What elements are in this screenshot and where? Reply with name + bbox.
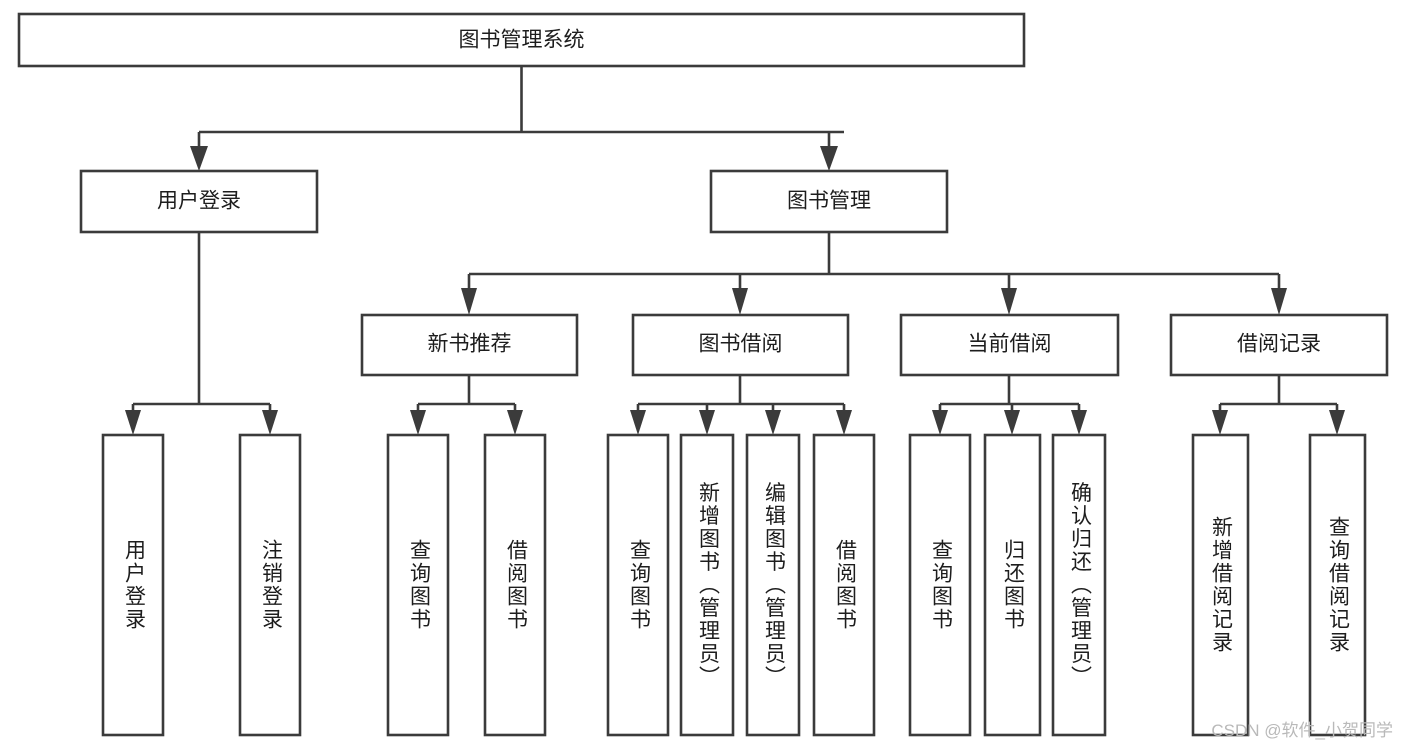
leaf-query-books-borrow[interactable]: 查询图书 (606, 433, 670, 737)
arrowhead-leaf-query-books-recommend (410, 410, 426, 435)
node-root[interactable]: 图书管理系统 (17, 12, 1026, 68)
leaf-confirm-return-admin[interactable]: 确认归还（管理员） (1051, 433, 1107, 737)
node-new-book-recommend-box[interactable] (360, 313, 579, 377)
leaf-logout-login-box[interactable] (238, 433, 302, 737)
leaf-add-book-admin[interactable]: 新增图书（管理员） (679, 433, 735, 737)
leaf-borrow-books-box[interactable] (812, 433, 876, 737)
leaf-logout-login-label: 注销登录 (259, 539, 283, 631)
arrowhead-leaf-borrow-books (836, 410, 852, 435)
leaf-logout-login[interactable]: 注销登录 (238, 433, 302, 737)
node-new-book-recommend[interactable]: 新书推荐 (360, 313, 579, 377)
arrowhead-new-book-recommend (461, 288, 477, 315)
leaf-user-login[interactable]: 用户登录 (101, 433, 165, 737)
arrowhead-user-login (190, 146, 208, 171)
leaf-confirm-return-admin-box[interactable] (1051, 433, 1107, 737)
leaf-borrow-books-recommend-box[interactable] (483, 433, 547, 737)
node-borrow-records-label: 借阅记录 (1237, 333, 1321, 356)
node-current-borrow-label: 当前借阅 (968, 333, 1052, 356)
node-current-borrow-box[interactable] (899, 313, 1120, 377)
arrowhead-leaf-confirm-return-admin (1071, 410, 1087, 435)
leaf-borrow-books[interactable]: 借阅图书 (812, 433, 876, 737)
node-borrow-records-box[interactable] (1169, 313, 1389, 377)
node-book-management[interactable]: 图书管理 (709, 169, 949, 234)
leaf-add-borrow-record[interactable]: 新增借阅记录 (1191, 433, 1250, 737)
leaf-edit-book-admin[interactable]: 编辑图书（管理员） (745, 433, 801, 737)
leaf-return-books-label: 归还图书 (1001, 539, 1025, 631)
leaf-confirm-return-admin-label: 确认归还（管理员） (1068, 482, 1092, 689)
leaf-borrow-books-recommend-label: 借阅图书 (504, 539, 528, 631)
node-root-label: 图书管理系统 (459, 29, 585, 52)
arrowhead-leaf-borrow-books-recommend (507, 410, 523, 435)
arrowhead-leaf-user-login (125, 410, 141, 435)
leaf-borrow-books-recommend[interactable]: 借阅图书 (483, 433, 547, 737)
arrowhead-leaf-query-books-current (932, 410, 948, 435)
node-borrow-records[interactable]: 借阅记录 (1169, 313, 1389, 377)
leaf-query-books-recommend-box[interactable] (386, 433, 450, 737)
arrowhead-current-borrow (1001, 288, 1017, 315)
leaf-query-borrow-record-label: 查询借阅记录 (1326, 516, 1350, 654)
arrowhead-book-management (820, 146, 838, 171)
arrowhead-leaf-logout-login (262, 410, 278, 435)
leaf-query-books-borrow-box[interactable] (606, 433, 670, 737)
leaf-add-borrow-record-label: 新增借阅记录 (1209, 516, 1233, 654)
node-user-login-label: 用户登录 (157, 190, 241, 213)
leaf-query-books-recommend[interactable]: 查询图书 (386, 433, 450, 737)
leaf-edit-book-admin-box[interactable] (745, 433, 801, 737)
leaf-query-borrow-record[interactable]: 查询借阅记录 (1308, 433, 1367, 737)
node-book-borrow[interactable]: 图书借阅 (631, 313, 850, 377)
leaf-return-books[interactable]: 归还图书 (983, 433, 1042, 737)
arrowhead-leaf-add-borrow-record (1212, 410, 1228, 435)
node-book-borrow-box[interactable] (631, 313, 850, 377)
arrowhead-borrow-records (1271, 288, 1287, 315)
arrowhead-leaf-edit-book-admin (765, 410, 781, 435)
leaf-return-books-box[interactable] (983, 433, 1042, 737)
leaf-query-books-borrow-label: 查询图书 (627, 539, 651, 631)
node-book-borrow-label: 图书借阅 (699, 333, 783, 356)
connector-layer (125, 66, 1345, 435)
leaf-add-book-admin-label: 新增图书（管理员） (696, 482, 720, 689)
leaf-query-books-current-label: 查询图书 (929, 539, 953, 631)
node-user-login[interactable]: 用户登录 (79, 169, 319, 234)
leaf-user-login-box[interactable] (101, 433, 165, 737)
node-new-book-recommend-label: 新书推荐 (428, 333, 512, 356)
leaf-add-book-admin-box[interactable] (679, 433, 735, 737)
arrowhead-leaf-add-book-admin (699, 410, 715, 435)
node-user-login-box[interactable] (79, 169, 319, 234)
arrowhead-leaf-query-borrow-record (1329, 410, 1345, 435)
arrowhead-leaf-return-books (1004, 410, 1020, 435)
leaf-add-borrow-record-box[interactable] (1191, 433, 1250, 737)
leaf-borrow-books-label: 借阅图书 (833, 539, 857, 631)
node-book-management-box[interactable] (709, 169, 949, 234)
arrowhead-leaf-query-books-borrow (630, 410, 646, 435)
leaf-user-login-label: 用户登录 (122, 539, 146, 631)
leaf-query-books-current-box[interactable] (908, 433, 972, 737)
leaf-edit-book-admin-label: 编辑图书（管理员） (762, 482, 786, 689)
leaf-query-books-recommend-label: 查询图书 (407, 539, 431, 631)
arrowhead-book-borrow (732, 288, 748, 315)
node-root-box[interactable] (17, 12, 1026, 68)
node-current-borrow[interactable]: 当前借阅 (899, 313, 1120, 377)
leaf-query-borrow-record-box[interactable] (1308, 433, 1367, 737)
leaf-query-books-current[interactable]: 查询图书 (908, 433, 972, 737)
node-book-management-label: 图书管理 (787, 190, 871, 213)
